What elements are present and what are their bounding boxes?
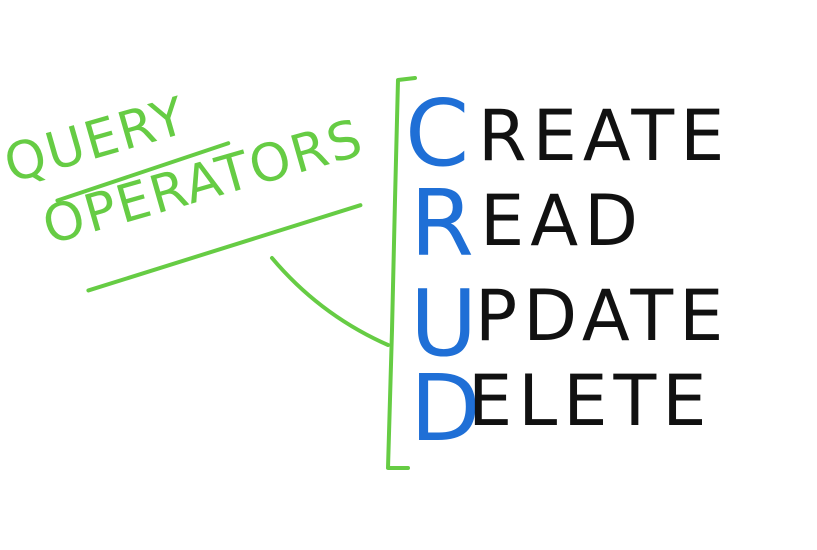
crud-row-create: C REATE	[405, 80, 730, 187]
bracket	[386, 76, 417, 470]
crud-list: C REATE R EAD U PDATE D ELETE	[405, 80, 730, 462]
crud-word-read: EAD	[480, 180, 644, 262]
underline-operators	[86, 203, 363, 293]
crud-row-read: R EAD	[410, 170, 644, 277]
crud-initial-u: U	[410, 270, 477, 377]
crud-initial-r: R	[410, 170, 474, 277]
crud-row-delete: D ELETE	[410, 355, 712, 462]
crud-row-update: U PDATE	[410, 270, 729, 377]
query-operators-label: QUERY OPERATORS	[0, 86, 371, 293]
connector-line	[270, 256, 390, 347]
crud-word-delete: ELETE	[468, 360, 712, 442]
underline-query	[55, 141, 231, 203]
crud-word-create: REATE	[478, 95, 730, 177]
crud-word-update: PDATE	[475, 275, 729, 357]
crud-initial-d: D	[410, 355, 481, 462]
crud-initial-c: C	[405, 80, 469, 187]
